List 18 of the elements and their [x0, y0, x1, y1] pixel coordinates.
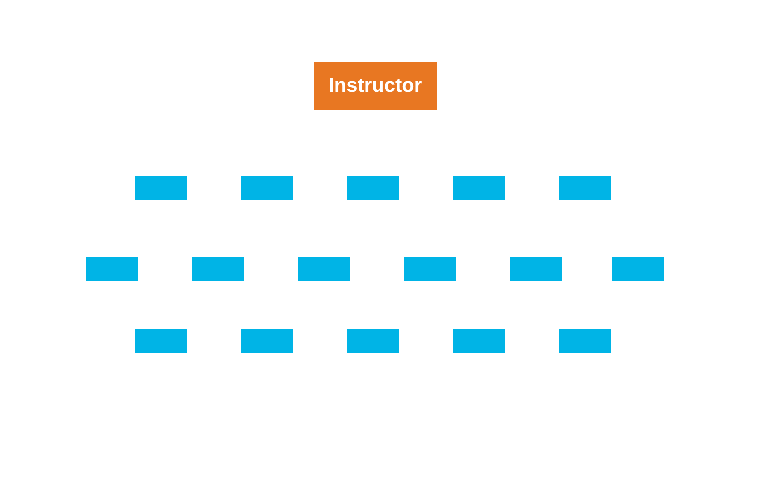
desk-box [559, 329, 611, 353]
desk-box [453, 176, 505, 200]
desk-box [241, 329, 293, 353]
desk-box [86, 257, 138, 281]
desk-box [298, 257, 350, 281]
desk-box [347, 329, 399, 353]
desk-box [510, 257, 562, 281]
desk-box [559, 176, 611, 200]
desk-box [192, 257, 244, 281]
box-label: Instructor [328, 74, 422, 98]
desk-box [135, 329, 187, 353]
desk-box [347, 176, 399, 200]
desk-box [241, 176, 293, 200]
desk-box [612, 257, 664, 281]
desk-box [453, 329, 505, 353]
desk-box [404, 257, 456, 281]
instructor-box [314, 62, 437, 110]
desk-box [135, 176, 187, 200]
